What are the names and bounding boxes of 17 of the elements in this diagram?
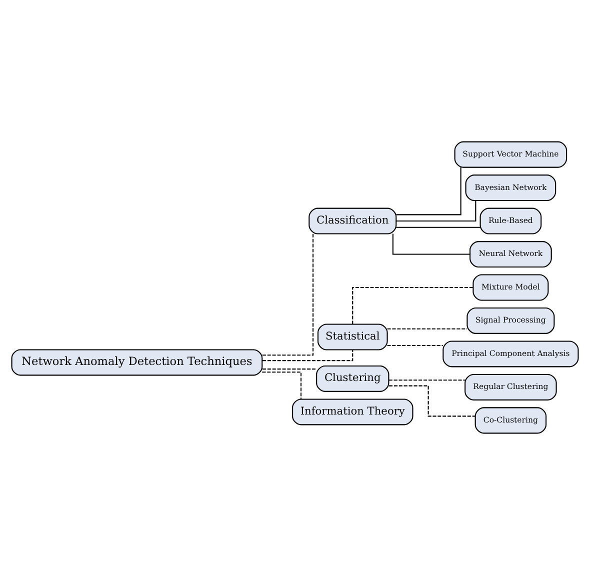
connector	[388, 384, 476, 416]
connector	[387, 328, 468, 329]
node-box: Clustering	[316, 364, 390, 392]
connector	[262, 368, 316, 370]
connector	[396, 226, 480, 228]
connector	[396, 200, 476, 222]
connector	[262, 371, 302, 399]
connector	[396, 166, 462, 215]
node-box: Information Theory	[292, 398, 414, 425]
node-box: Network Anomaly Detection Techniques	[11, 348, 263, 376]
connector	[392, 233, 470, 254]
node-box: Classification	[308, 207, 397, 234]
node-box: Statistical	[317, 323, 388, 350]
connector	[388, 379, 465, 380]
connector	[352, 286, 474, 324]
connector	[262, 233, 314, 356]
connector	[387, 344, 443, 346]
